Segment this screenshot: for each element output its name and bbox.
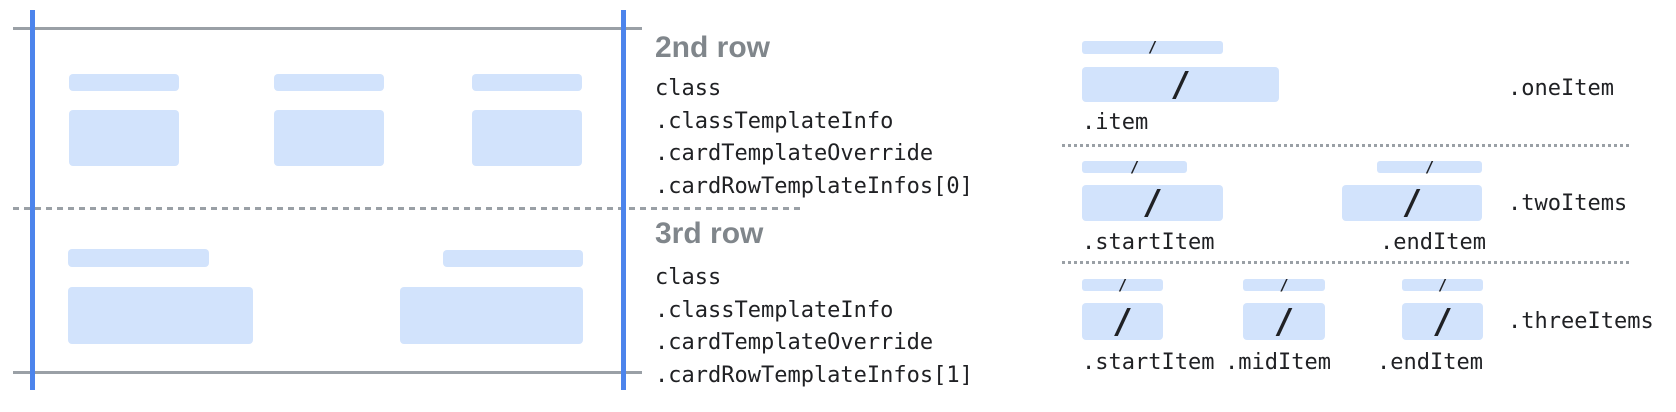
item-value-bar: / (1082, 67, 1279, 102)
code-line: .cardRowTemplateInfos[0] (655, 173, 973, 199)
item-name-label: .midItem (1225, 350, 1331, 375)
item-value-bar: / (1342, 185, 1482, 221)
field-value-box (400, 287, 583, 344)
variant-name-label: .oneItem (1508, 76, 1614, 101)
item-label-bar: / (1377, 157, 1482, 176)
item-label-bar: / (1082, 275, 1163, 294)
field-value-box (68, 287, 253, 344)
field-label-bar (69, 74, 179, 91)
slash-glyph: / (1170, 64, 1191, 105)
template-divider-dotted (1062, 144, 1630, 147)
item-value-bar: / (1243, 303, 1325, 340)
field-value-box (274, 110, 384, 166)
field-label-bar (443, 250, 583, 267)
item-name-label: .endItem (1377, 350, 1483, 375)
template-divider-dotted (1062, 261, 1630, 264)
slash-glyph: / (1424, 157, 1435, 176)
slash-glyph: / (1117, 275, 1128, 294)
item-label-bar: / (1402, 275, 1483, 294)
slash-glyph: / (1432, 301, 1453, 342)
slash-glyph: / (1279, 275, 1289, 294)
code-line: .cardTemplateOverride (655, 141, 934, 166)
item-label-bar: / (1082, 157, 1187, 176)
slash-glyph: / (1437, 275, 1448, 294)
item-value-bar: / (1082, 185, 1223, 221)
item-name-label: .endItem (1380, 230, 1486, 255)
slash-glyph: / (1142, 183, 1163, 223)
item-name-label: .startItem (1082, 350, 1215, 375)
variant-name-label: .twoItems (1508, 191, 1628, 216)
field-label-bar (68, 249, 209, 267)
row3-code-path: class .classTemplateInfo .cardTemplateOv… (655, 262, 973, 392)
code-line: .classTemplateInfo (655, 108, 894, 134)
row2-code-path: class .classTemplateInfo .cardTemplateOv… (655, 73, 973, 203)
variant-name-label: .threeItems (1508, 309, 1654, 334)
item-name-label: .startItem (1082, 230, 1215, 255)
slash-glyph: / (1273, 301, 1295, 342)
code-line: .classTemplateInfo (655, 297, 894, 323)
field-label-bar (472, 74, 582, 91)
code-line: .cardTemplateOverride (655, 330, 934, 355)
row2-heading: 2nd row (655, 31, 771, 64)
code-line: class (655, 265, 722, 290)
item-label-bar: / (1082, 38, 1223, 56)
field-value-box (69, 110, 179, 166)
row3-heading: 3rd row (655, 217, 764, 250)
card-left-guide (30, 10, 35, 390)
code-line: class (655, 76, 722, 101)
slash-glyph: / (1401, 183, 1423, 223)
slash-glyph: / (1147, 38, 1158, 56)
code-line: .cardRowTemplateInfos[1] (655, 362, 973, 388)
item-value-bar: / (1082, 303, 1163, 340)
card-right-guide (621, 10, 626, 390)
field-value-box (472, 110, 582, 166)
item-name-label: .item (1082, 110, 1149, 135)
item-value-bar: / (1402, 303, 1483, 340)
field-label-bar (274, 74, 384, 91)
row-divider-dashed (13, 207, 800, 210)
card-top-edge (13, 27, 642, 30)
slash-glyph: / (1112, 301, 1133, 342)
card-bottom-edge (13, 371, 642, 374)
item-label-bar: / (1243, 275, 1325, 294)
slash-glyph: / (1129, 157, 1140, 176)
